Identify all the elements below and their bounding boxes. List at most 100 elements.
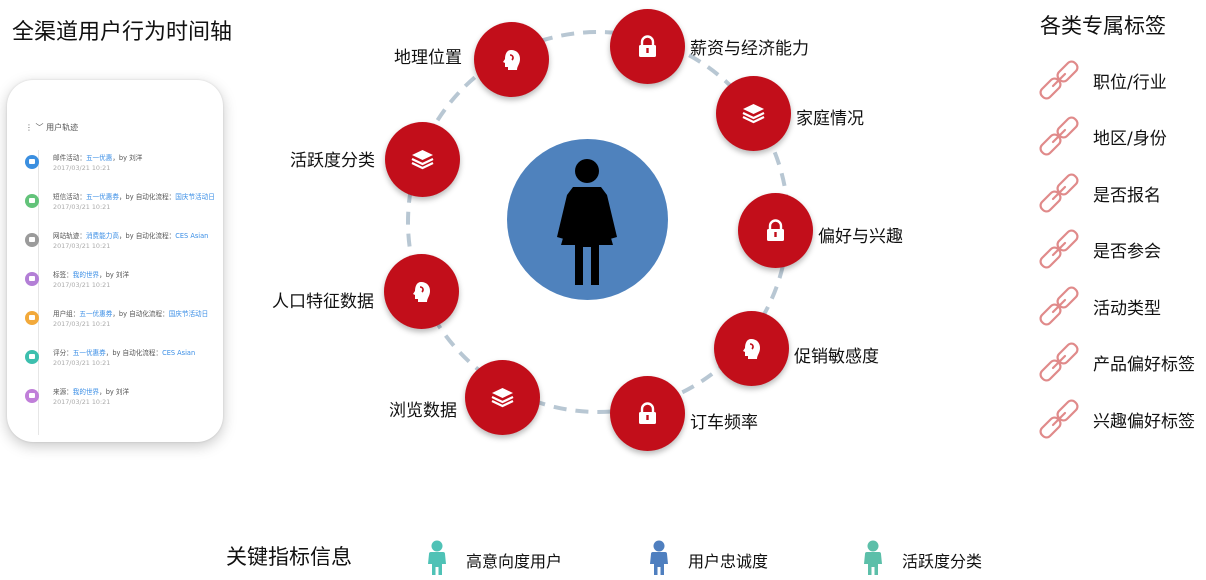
- tag-label: 职位/行业: [1093, 73, 1167, 93]
- event-type-icon: [25, 233, 39, 247]
- layers-icon: [491, 388, 514, 408]
- event-description: 评分：五一优惠券，by 自动化流程：CES Asian: [53, 347, 195, 357]
- tag-label: 是否报名: [1093, 186, 1161, 206]
- tag-item: 产品偏好标签: [1036, 340, 1206, 386]
- link-icon: [1039, 60, 1079, 100]
- link-icon: [1039, 286, 1079, 326]
- more-icon[interactable]: ⋮: [25, 123, 33, 132]
- layers-icon: [411, 150, 434, 170]
- link-icon: [1039, 399, 1079, 439]
- profile-node-label: 薪资与经济能力: [690, 39, 809, 59]
- timeline-event[interactable]: 来源：我的世界，by 刘洋 2017/03/21 10:21: [23, 386, 223, 420]
- user-track-header[interactable]: ⋮ ﹀ 用户轨迹: [25, 122, 78, 133]
- tag-item: 是否报名: [1036, 171, 1206, 217]
- event-time: 2017/03/21 10:21: [53, 281, 111, 289]
- person-icon: [864, 540, 882, 575]
- person-icon: [428, 540, 446, 575]
- profile-node: [714, 311, 789, 386]
- event-description: 来源：我的世界，by 刘洋: [53, 386, 129, 396]
- event-time: 2017/03/21 10:21: [53, 398, 111, 406]
- profile-node: [716, 76, 791, 151]
- event-link[interactable]: 我的世界: [72, 388, 100, 396]
- event-time: 2017/03/21 10:21: [53, 203, 111, 211]
- tags-title: 各类专属标签: [1040, 14, 1166, 38]
- profile-node: [385, 122, 460, 197]
- event-prefix: 网站轨迹：: [53, 232, 86, 240]
- event-type-icon: [25, 155, 39, 169]
- event-description: 短信活动：五一优惠券，by 自动化流程：国庆节活动日: [53, 191, 215, 201]
- link-icon: [1039, 342, 1079, 382]
- tag-item: 职位/行业: [1036, 58, 1206, 104]
- profile-node: [738, 193, 813, 268]
- event-link[interactable]: 我的世界: [72, 271, 100, 279]
- event-prefix: 邮件活动：: [53, 154, 86, 162]
- chevron-down-icon[interactable]: ﹀: [35, 123, 44, 132]
- profile-node-label: 人口特征数据: [272, 292, 374, 312]
- kpi-title: 关键指标信息: [226, 545, 352, 569]
- event-prefix: 用户组：: [53, 310, 80, 318]
- profile-node: [610, 376, 685, 451]
- user-track-label: 用户轨迹: [46, 123, 79, 132]
- tag-item: 是否参会: [1036, 227, 1206, 273]
- tag-item: 活动类型: [1036, 284, 1206, 330]
- person-icon: [557, 159, 617, 285]
- kpi-label: 活跃度分类: [902, 552, 983, 571]
- event-description: 网站轨迹：消费能力高，by 自动化流程：CES Asian: [53, 230, 208, 240]
- event-time: 2017/03/21 10:21: [53, 242, 111, 250]
- tag-label: 兴趣偏好标签: [1093, 412, 1195, 432]
- event-suffix: ，by 自动化流程：: [105, 349, 163, 357]
- center-user-circle: [507, 139, 668, 300]
- timeline-event[interactable]: 标签：我的世界，by 刘洋 2017/03/21 10:21: [23, 269, 223, 303]
- head-icon: [413, 282, 430, 302]
- event-type-icon: [25, 311, 39, 325]
- event-link[interactable]: 五一优惠券: [85, 193, 119, 201]
- event-link[interactable]: 国庆节活动日: [175, 193, 215, 201]
- timeline-event[interactable]: 短信活动：五一优惠券，by 自动化流程：国庆节活动日 2017/03/21 10:…: [23, 191, 223, 225]
- event-link[interactable]: 五一优惠券: [79, 310, 113, 318]
- event-link[interactable]: 五一优惠券: [72, 349, 106, 357]
- person-icon: [650, 540, 668, 575]
- timeline-line: [38, 150, 39, 435]
- profile-node: [384, 254, 459, 329]
- event-description: 标签：我的世界，by 刘洋: [53, 269, 129, 279]
- tag-label: 产品偏好标签: [1093, 355, 1195, 375]
- event-link[interactable]: CES Asian: [162, 349, 196, 357]
- event-suffix: ，by 刘洋: [112, 154, 143, 162]
- profile-node: [610, 9, 685, 84]
- lock-icon: [767, 219, 784, 241]
- event-description: 用户组：五一优惠券，by 自动化流程：国庆节活动日: [53, 308, 208, 318]
- event-link[interactable]: 消费能力高: [85, 232, 119, 240]
- profile-node: [474, 22, 549, 97]
- lock-icon: [639, 402, 656, 424]
- profile-node: [465, 360, 540, 435]
- kpi-label: 高意向度用户: [466, 552, 563, 571]
- link-icon: [1039, 116, 1079, 156]
- profile-node-label: 浏览数据: [389, 401, 457, 421]
- lock-icon: [639, 35, 656, 57]
- event-prefix: 来源：: [53, 388, 73, 396]
- event-prefix: 短信活动：: [53, 193, 86, 201]
- profile-node-label: 家庭情况: [796, 109, 864, 129]
- event-type-icon: [25, 389, 39, 403]
- event-link[interactable]: CES Asian: [175, 232, 209, 240]
- event-prefix: 标签：: [53, 271, 73, 279]
- timeline-title: 全渠道用户行为时间轴: [12, 20, 233, 45]
- profile-node-label: 偏好与兴趣: [818, 227, 903, 247]
- profile-node-label: 活跃度分类: [290, 151, 375, 171]
- event-link[interactable]: 五一优惠: [85, 154, 113, 162]
- profile-node-label: 地理位置: [394, 48, 462, 68]
- event-link[interactable]: 国庆节活动日: [168, 310, 209, 318]
- event-suffix: ，by 自动化流程：: [118, 232, 176, 240]
- event-time: 2017/03/21 10:21: [53, 164, 111, 172]
- tag-label: 是否参会: [1093, 242, 1161, 262]
- event-suffix: ，by 刘洋: [99, 271, 130, 279]
- head-icon: [503, 50, 520, 70]
- link-icon: [1039, 173, 1079, 213]
- link-icon: [1039, 229, 1079, 269]
- timeline-event[interactable]: 网站轨迹：消费能力高，by 自动化流程：CES Asian 2017/03/21 …: [23, 230, 223, 264]
- event-suffix: ，by 刘洋: [99, 388, 130, 396]
